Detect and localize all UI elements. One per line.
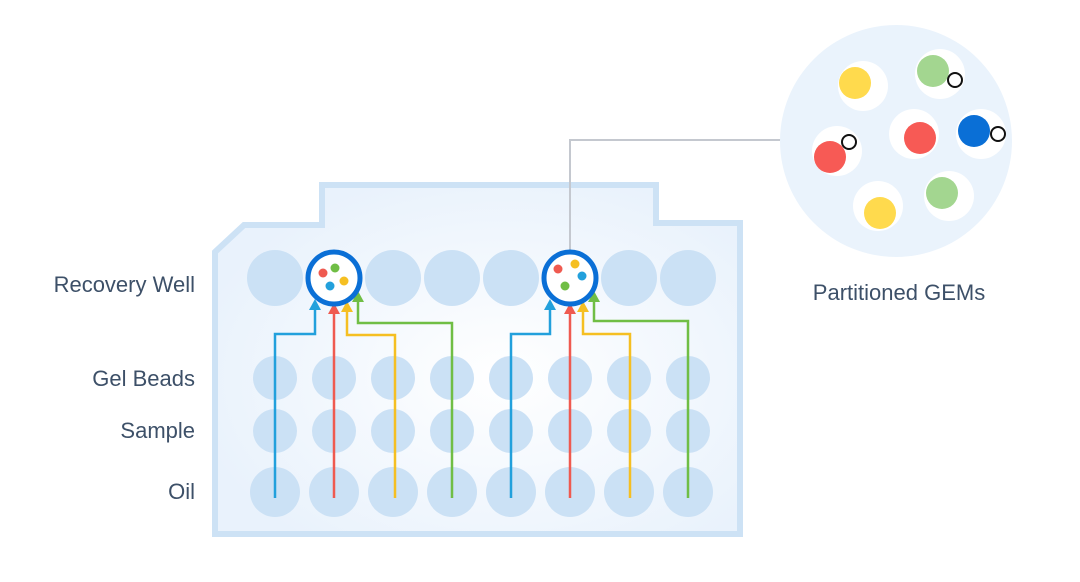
cell-icon (990, 126, 1006, 142)
arrowheads-right (544, 291, 600, 314)
gem (838, 61, 888, 111)
callout-line (569, 139, 781, 252)
cell-icon (947, 72, 963, 88)
gel-bead-path (273, 308, 317, 498)
arrow-up-icon (564, 303, 576, 314)
gem (853, 181, 903, 231)
partitioned-gems-bubble (780, 25, 1012, 257)
arrow-up-icon (544, 299, 556, 310)
gel-bead-path (509, 308, 552, 498)
cell-icon (841, 134, 857, 150)
gem (812, 126, 862, 176)
arrow-up-icon (577, 301, 589, 312)
partitioned-gems-label: Partitioned GEMs (813, 280, 985, 305)
gem (924, 171, 974, 221)
highlighted-recovery-well-2 (541, 249, 599, 307)
green-path (356, 300, 454, 498)
flow-paths-right (509, 300, 690, 498)
green-path (592, 300, 690, 498)
oil-label: Oil (168, 479, 195, 504)
gem (889, 109, 939, 159)
gem (956, 109, 1006, 159)
arrow-up-icon (328, 303, 340, 314)
arrowheads-left (309, 291, 364, 314)
flow-paths-left (273, 300, 454, 498)
arrow-up-icon (588, 291, 600, 302)
arrow-up-icon (341, 301, 353, 312)
gel-beads-label: Gel Beads (92, 366, 195, 391)
recovery-well-label: Recovery Well (54, 272, 195, 297)
highlighted-recovery-well-1 (305, 249, 363, 307)
recovery-well-row (247, 250, 716, 306)
arrow-up-icon (352, 291, 364, 302)
yellow-path (581, 310, 632, 498)
yellow-path (345, 310, 397, 498)
sample-label: Sample (120, 418, 195, 443)
gem (915, 49, 965, 99)
arrow-up-icon (309, 299, 321, 310)
